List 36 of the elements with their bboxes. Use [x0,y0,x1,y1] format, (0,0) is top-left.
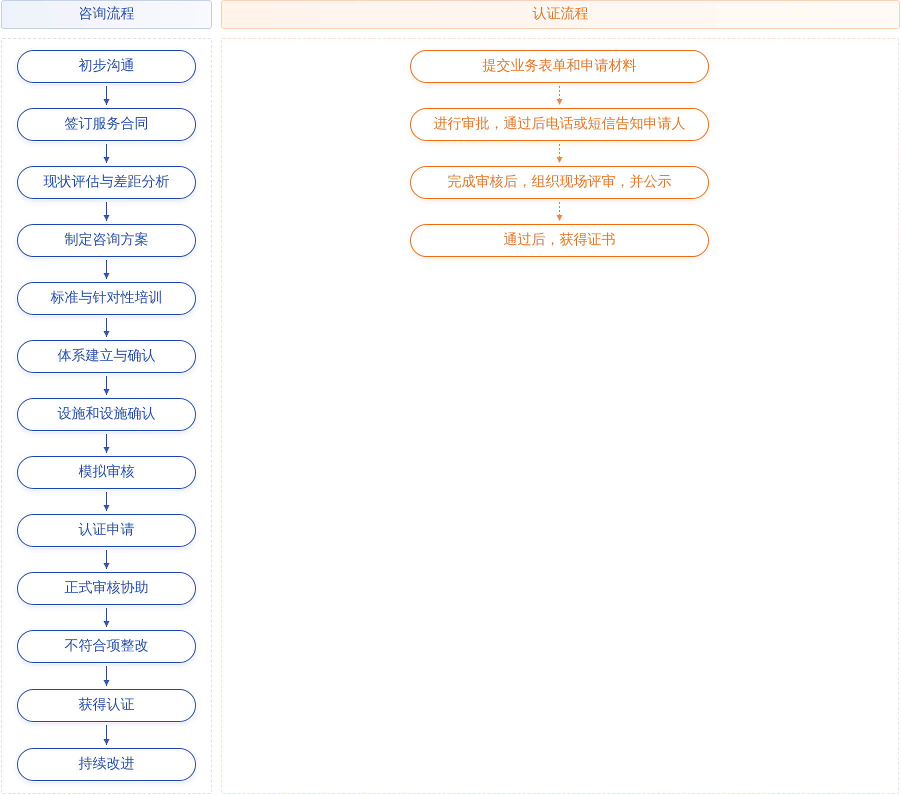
column-header: 认证流程 [221,0,900,29]
arrow [556,86,562,106]
step-pill: 标准与针对性培训 [17,282,196,315]
arrow [104,550,110,570]
arrow [104,318,110,338]
step-pill: 制定咨询方案 [17,224,196,257]
arrow [556,144,562,164]
step-pill: 持续改进 [17,748,196,781]
step-pill: 获得认证 [17,689,196,722]
step-pill: 正式审核协助 [17,572,196,605]
arrow [104,86,110,106]
step-pill: 不符合项整改 [17,630,196,663]
step-pill: 签订服务合同 [17,108,196,141]
step-pill: 现状评估与差距分析 [17,166,196,199]
arrow [104,260,110,280]
step-pill: 完成审核后，组织现场评审，并公示 [410,166,709,199]
arrow [104,608,110,628]
step-pill: 体系建立与确认 [17,340,196,373]
step-pill: 设施和设施确认 [17,398,196,431]
arrow [104,434,110,454]
step-pill: 进行审批，通过后电话或短信告知申请人 [410,108,709,141]
column-header: 咨询流程 [1,0,212,29]
arrow [104,666,110,686]
arrow [104,144,110,164]
arrow [556,202,562,222]
step-pill: 认证申请 [17,514,196,547]
arrow [104,492,110,512]
arrow [104,724,110,746]
arrow [104,202,110,222]
column-panel [1,38,212,794]
step-pill: 模拟审核 [17,456,196,489]
step-pill: 初步沟通 [17,50,196,83]
step-pill: 通过后，获得证书 [410,224,709,257]
column-panel [221,38,899,794]
arrow [104,376,110,396]
step-pill: 提交业务表单和申请材料 [410,50,709,83]
